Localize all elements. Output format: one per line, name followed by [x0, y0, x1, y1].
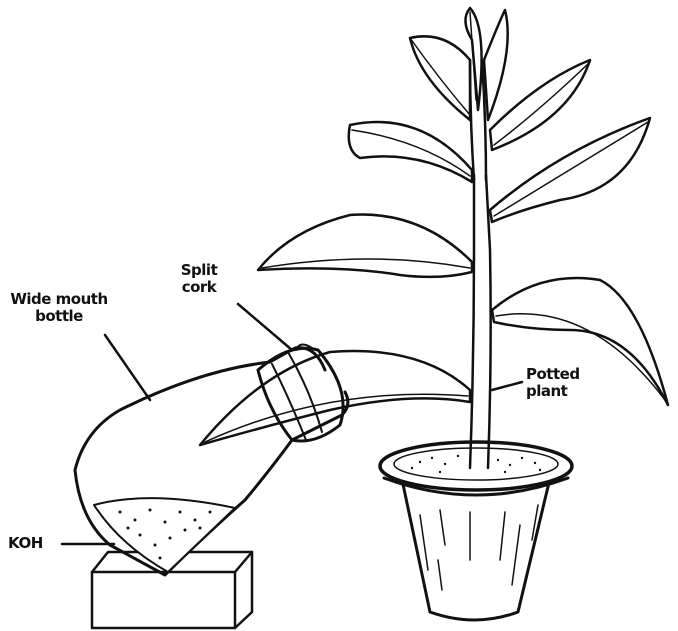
wide-mouth-bottle	[75, 348, 348, 575]
leader-potted-plant	[492, 382, 522, 390]
plant-leaves	[200, 8, 668, 445]
leaf-in-bottle	[200, 351, 470, 445]
leaf-middle-left	[258, 215, 472, 277]
label-split-cork: Split cork	[168, 262, 230, 296]
leader-split-cork	[238, 304, 292, 350]
label-potted-plant: Potted plant	[526, 366, 596, 400]
leaf-top-3	[484, 10, 508, 120]
leaf-upper-left	[349, 122, 472, 182]
flower-pot	[380, 442, 572, 620]
leader-wide-mouth-bottle	[105, 335, 150, 400]
label-wide-mouth-bottle: Wide mouth bottle	[4, 291, 114, 325]
label-koh: KOH	[8, 535, 52, 552]
